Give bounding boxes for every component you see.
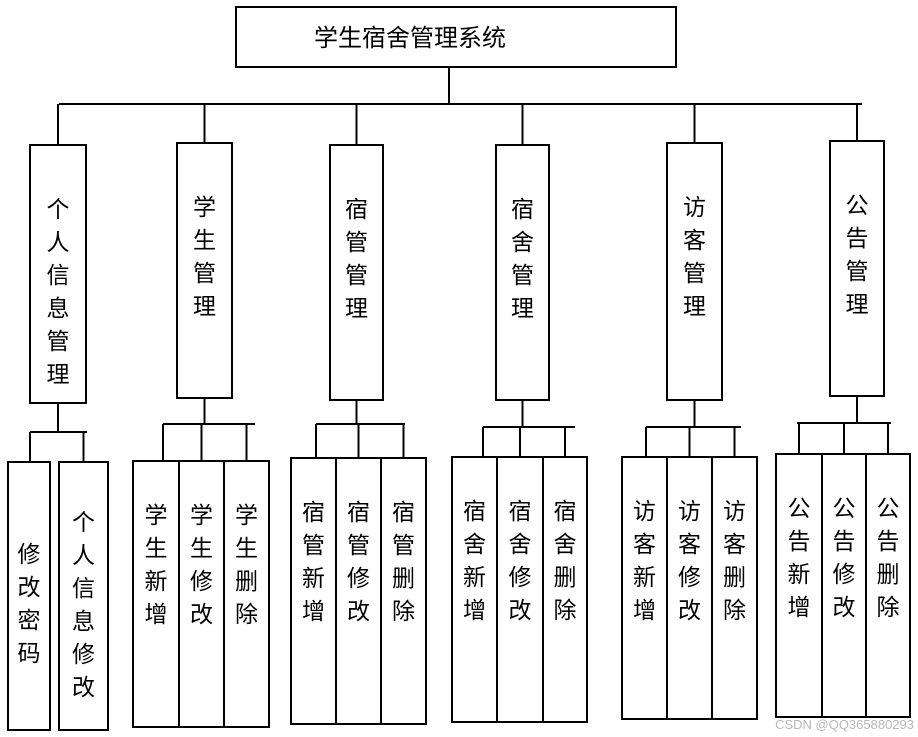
child-label-2-1: 宿管修改	[347, 500, 370, 625]
child-label-5-0: 公告新增	[788, 496, 811, 621]
child-box-2-2	[380, 457, 427, 725]
child-label-3-1: 宿舍修改	[509, 499, 532, 624]
csdn-watermark: CSDN @QQ365880293	[775, 717, 914, 732]
child-label-5-1: 公告修改	[833, 496, 856, 621]
module-box-0	[29, 144, 87, 404]
child-box-4-1	[666, 456, 713, 720]
module-label-2: 宿管管理	[345, 197, 368, 322]
child-box-3-0	[451, 456, 498, 723]
module-label-0: 个人信息管理	[47, 197, 70, 388]
child-box-1-2	[223, 460, 270, 728]
module-box-2	[329, 144, 384, 401]
module-box-3	[495, 144, 550, 401]
child-label-4-0: 访客新增	[633, 499, 656, 624]
module-label-4: 访客管理	[683, 195, 706, 320]
child-box-4-0	[621, 456, 668, 720]
child-label-3-2: 宿舍删除	[554, 499, 577, 624]
child-label-2-0: 宿管新增	[302, 500, 325, 625]
child-label-1-1: 学生修改	[190, 503, 213, 628]
child-label-1-2: 学生删除	[235, 503, 258, 628]
child-label-0-1: 个人信息修改	[72, 510, 95, 701]
root-title: 学生宿舍管理系统	[314, 24, 506, 52]
child-label-0-0: 修改密码	[18, 542, 41, 667]
child-box-4-2	[711, 456, 758, 720]
module-box-4	[666, 142, 723, 401]
child-label-1-0: 学生新增	[145, 503, 168, 628]
child-label-2-2: 宿管删除	[392, 500, 415, 625]
child-label-4-1: 访客修改	[678, 499, 701, 624]
child-box-1-1	[178, 460, 225, 728]
child-label-4-2: 访客删除	[723, 499, 746, 624]
child-box-3-2	[542, 456, 588, 723]
module-label-3: 宿舍管理	[511, 197, 534, 322]
child-box-0-1	[58, 461, 109, 731]
child-box-3-1	[496, 456, 544, 723]
child-box-1-0	[132, 460, 180, 728]
child-box-0-0	[7, 461, 51, 731]
child-label-3-0: 宿舍新增	[463, 499, 486, 624]
root-box	[235, 6, 677, 68]
child-box-5-0	[775, 453, 823, 718]
module-label-5: 公告管理	[846, 193, 869, 318]
module-label-1: 学生管理	[193, 195, 216, 320]
child-label-5-2: 公告删除	[877, 496, 900, 621]
child-box-5-2	[865, 453, 911, 718]
